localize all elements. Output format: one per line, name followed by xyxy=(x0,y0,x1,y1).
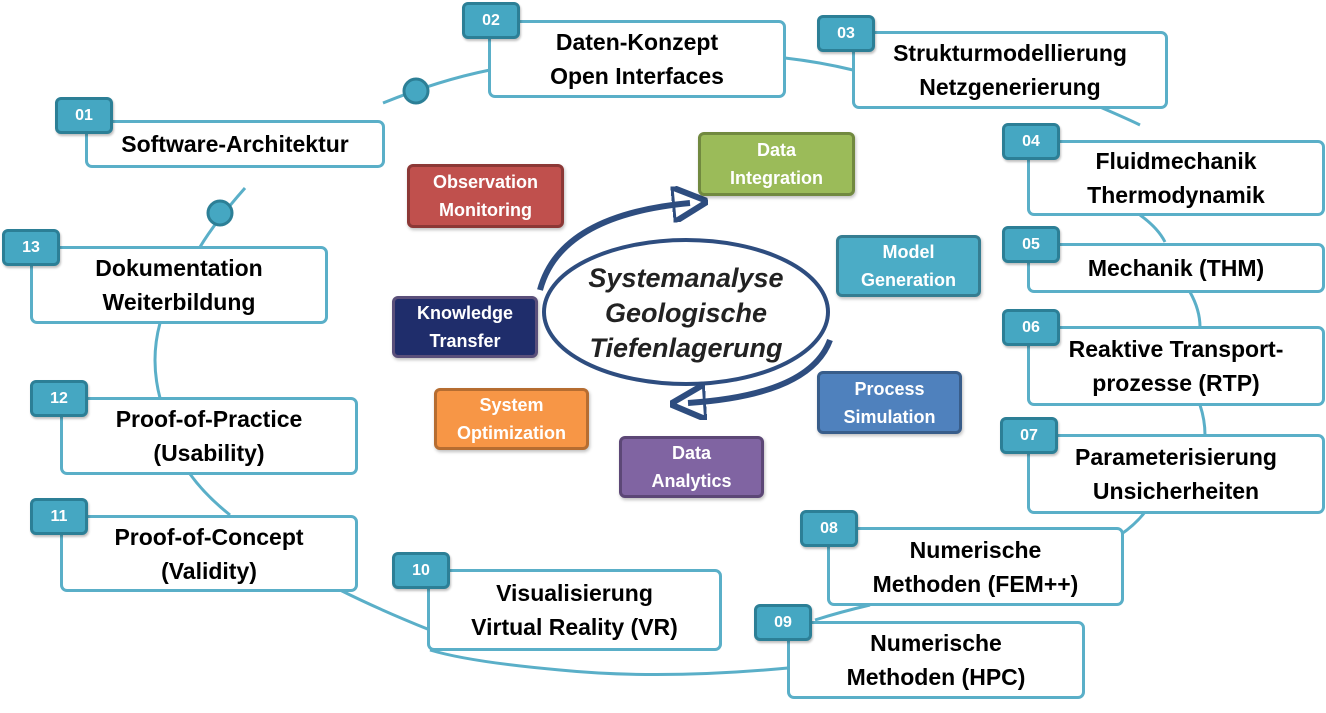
workpackage-01-number-badge: 01 xyxy=(55,97,113,134)
workpackage-label: Thermodynamik xyxy=(1087,182,1265,208)
center-title-line: Systemanalyse xyxy=(588,262,784,293)
connector-09-10 xyxy=(429,648,789,677)
workpackage-08-box: Numerische Methoden (FEM++) xyxy=(827,527,1124,606)
workpackage-13-number-badge: 13 xyxy=(2,229,60,266)
workpackage-label: Netzgenerierung xyxy=(919,74,1101,100)
workpackage-label: (Validity) xyxy=(161,557,257,584)
connector-10-11 xyxy=(339,588,431,632)
workpackage-label: Parameterisierung xyxy=(1075,444,1277,470)
workpackage-label: Methoden (FEM++) xyxy=(872,570,1079,597)
workpackage-13-box: Dokumentation Weiterbildung xyxy=(30,246,328,324)
cycle-step-label: Analytics xyxy=(651,471,732,491)
workpackage-03-box: Strukturmodellierung Netzgenerierung xyxy=(852,31,1168,109)
cycle-step-label: Optimization xyxy=(457,423,566,443)
connector-11-12 xyxy=(188,473,231,517)
cycle-step-label: Generation xyxy=(860,270,957,290)
center-title: Systemanalyse Geologische Tiefenlagerung xyxy=(548,243,824,383)
cycle-step-label: Transfer xyxy=(429,331,501,351)
workpackage-06-box: Reaktive Transport- prozesse (RTP) xyxy=(1027,326,1325,406)
cycle-step-model-generation: Model Generation xyxy=(836,235,981,297)
center-title-line: Tiefenlagerung xyxy=(589,332,783,363)
workpackage-label: prozesse (RTP) xyxy=(1092,370,1260,396)
cycle-step-label: Integration xyxy=(730,168,823,188)
workpackage-11-box: Proof-of-Concept (Validity) xyxy=(60,515,358,592)
connector-03-04 xyxy=(1099,105,1141,127)
workpackage-label: (Usability) xyxy=(153,440,265,466)
workpackage-label: Weiterbildung xyxy=(102,289,256,315)
cycle-step-label: Observation xyxy=(432,172,539,192)
cycle-step-label: Knowledge xyxy=(416,303,513,323)
workpackage-08-number-badge: 08 xyxy=(800,510,858,547)
workpackage-01-box: Software-Architektur xyxy=(85,120,385,168)
cycle-step-label: Data xyxy=(756,140,796,160)
workpackage-04-box: Fluidmechanik Thermodynamik xyxy=(1027,140,1325,216)
workpackage-04-number-badge: 04 xyxy=(1002,123,1060,160)
cycle-step-system-optimization: System Optimization xyxy=(434,388,589,450)
connector-05-06 xyxy=(1188,291,1202,328)
workpackage-label: Strukturmodellierung xyxy=(893,40,1127,66)
connector-02-03 xyxy=(784,56,854,72)
cycle-arrow-bottom-icon xyxy=(688,338,833,403)
connector-node-icon xyxy=(206,199,234,227)
cycle-step-observation-monitoring: Observation Monitoring xyxy=(407,164,564,228)
cycle-step-label: System xyxy=(479,395,544,415)
cycle-step-process-simulation: Process Simulation xyxy=(817,371,962,434)
workpackage-label: Mechanik (THM) xyxy=(1087,255,1265,281)
workpackage-label: Daten-Konzept xyxy=(555,29,719,55)
workpackage-label: Open Interfaces xyxy=(550,63,724,89)
workpackage-09-number-badge: 09 xyxy=(754,604,812,641)
workpackage-11-number-badge: 11 xyxy=(30,498,88,535)
workpackage-09-box: Numerische Methoden (HPC) xyxy=(787,621,1085,699)
connector-01-02 xyxy=(382,68,491,105)
workpackage-10-number-badge: 10 xyxy=(392,552,450,589)
cycle-step-data-analytics: Data Analytics xyxy=(619,436,764,498)
workpackage-07-box: Parameterisierung Unsicherheiten xyxy=(1027,434,1325,514)
cycle-step-data-integration: Data Integration xyxy=(698,132,855,196)
workpackage-label: Numerische xyxy=(909,536,1042,563)
workpackage-label: Reaktive Transport- xyxy=(1068,336,1284,362)
cycle-step-label: Data xyxy=(671,443,711,463)
cycle-step-knowledge-transfer: Knowledge Transfer xyxy=(392,296,538,358)
cycle-step-label: Process xyxy=(854,378,925,399)
workpackage-12-number-badge: 12 xyxy=(30,380,88,417)
workpackage-label: Methoden (HPC) xyxy=(846,664,1026,690)
connector-node-icon xyxy=(402,77,430,105)
workpackage-12-box: Proof-of-Practice (Usability) xyxy=(60,397,358,475)
cycle-step-label: Simulation xyxy=(843,406,936,427)
workpackage-07-number-badge: 07 xyxy=(1000,417,1058,454)
workpackage-label: Fluidmechanik xyxy=(1095,148,1257,174)
workpackage-label: Unsicherheiten xyxy=(1092,478,1260,504)
connector-08-09 xyxy=(814,603,871,622)
workpackage-label: Numerische xyxy=(870,630,1002,656)
workpackage-label: Visualisierung xyxy=(496,580,653,606)
workpackage-label: Dokumentation xyxy=(95,255,263,281)
workpackage-05-box: Mechanik (THM) xyxy=(1027,243,1325,293)
cycle-step-label: Monitoring xyxy=(439,200,532,220)
workpackage-03-number-badge: 03 xyxy=(817,15,875,52)
workpackage-02-box: Daten-Konzept Open Interfaces xyxy=(488,20,786,98)
connector-06-07 xyxy=(1198,404,1207,436)
center-title-line: Geologische xyxy=(604,297,768,328)
workpackage-06-number-badge: 06 xyxy=(1002,309,1060,346)
workpackage-label: Virtual Reality (VR) xyxy=(471,614,678,640)
workpackage-02-number-badge: 02 xyxy=(462,2,520,39)
workpackage-10-box: Visualisierung Virtual Reality (VR) xyxy=(427,569,722,651)
workpackage-label: Software-Architektur xyxy=(121,131,349,157)
workpackage-label: Proof-of-Concept xyxy=(114,523,304,550)
cycle-step-label: Model xyxy=(882,242,935,262)
connector-04-05 xyxy=(1139,213,1167,243)
cycle-arrow-top-icon xyxy=(537,203,690,291)
workpackage-05-number-badge: 05 xyxy=(1002,226,1060,263)
connector-12-13 xyxy=(153,322,162,399)
workpackage-label: Proof-of-Practice xyxy=(115,406,303,432)
